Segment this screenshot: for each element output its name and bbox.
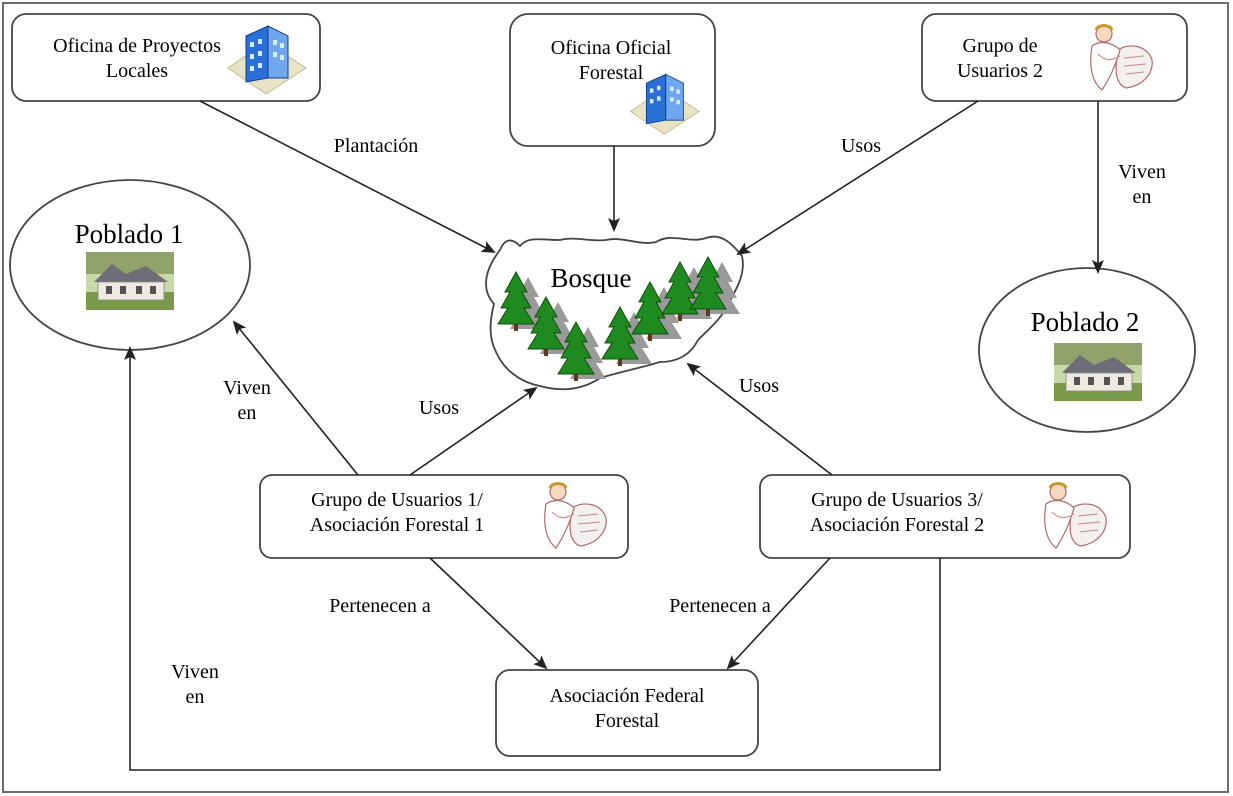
grupo-1-label: Grupo de Usuarios 1/ Asociación Forestal… — [309, 489, 485, 536]
edge-pertenecen-3 — [726, 557, 831, 670]
edge-usos-grupo1 — [409, 386, 538, 476]
asociacion-federal-label: Asociación Federal Forestal — [549, 685, 705, 732]
office-building-icon — [629, 73, 701, 135]
poblado-1-label: Poblado 1 — [74, 219, 184, 249]
edge-label-usos-grupo2: Usos — [840, 135, 881, 157]
grupo-1-box — [259, 474, 629, 559]
bosque-label: Bosque — [550, 263, 632, 293]
edge-label-pertenecen-3: Pertenecen a — [669, 595, 771, 617]
grupo-3-box — [759, 474, 1131, 559]
user-group-icon — [544, 482, 607, 549]
oficina-proyectos-box — [11, 13, 321, 102]
oficina-proyectos-label: Oficina de Proyectos Locales — [53, 35, 221, 82]
village-house-icon — [86, 252, 174, 310]
poblado-2-label: Poblado 2 — [1030, 307, 1140, 337]
grupo-2-label: Grupo de Usuarios 2 — [956, 35, 1044, 82]
edge-usos-grupo3 — [686, 362, 833, 476]
asociacion-federal-box — [495, 669, 759, 757]
edge-label-pertenecen-1: Pertenecen a — [329, 595, 431, 617]
edge-plantacion — [199, 100, 496, 253]
edge-label-viven-grupo2: Viven en — [1118, 161, 1166, 208]
edge-label-usos-grupo3: Usos — [738, 375, 779, 397]
edge-viven-grupo3 — [124, 346, 941, 771]
edge-usos-grupo2 — [736, 100, 979, 256]
user-group-icon — [1090, 24, 1153, 91]
oficina-forestal-label: Oficina Oficial Forestal — [550, 37, 672, 84]
edge-viven-grupo1 — [232, 320, 359, 476]
user-group-icon — [1044, 482, 1107, 549]
edge-label-viven-grupo1: Viven en — [223, 377, 271, 424]
office-building-icon — [227, 25, 307, 95]
edge-label-viven-grupo3: Viven en — [171, 661, 219, 708]
grupo-3-label: Grupo de Usuarios 3/ Asociación Forestal… — [809, 489, 985, 536]
edge-pertenecen-1 — [429, 557, 548, 670]
village-house-icon — [1054, 343, 1142, 401]
edge-label-plantacion: Plantación — [333, 135, 419, 157]
edge-label-usos-grupo1: Usos — [418, 397, 459, 419]
